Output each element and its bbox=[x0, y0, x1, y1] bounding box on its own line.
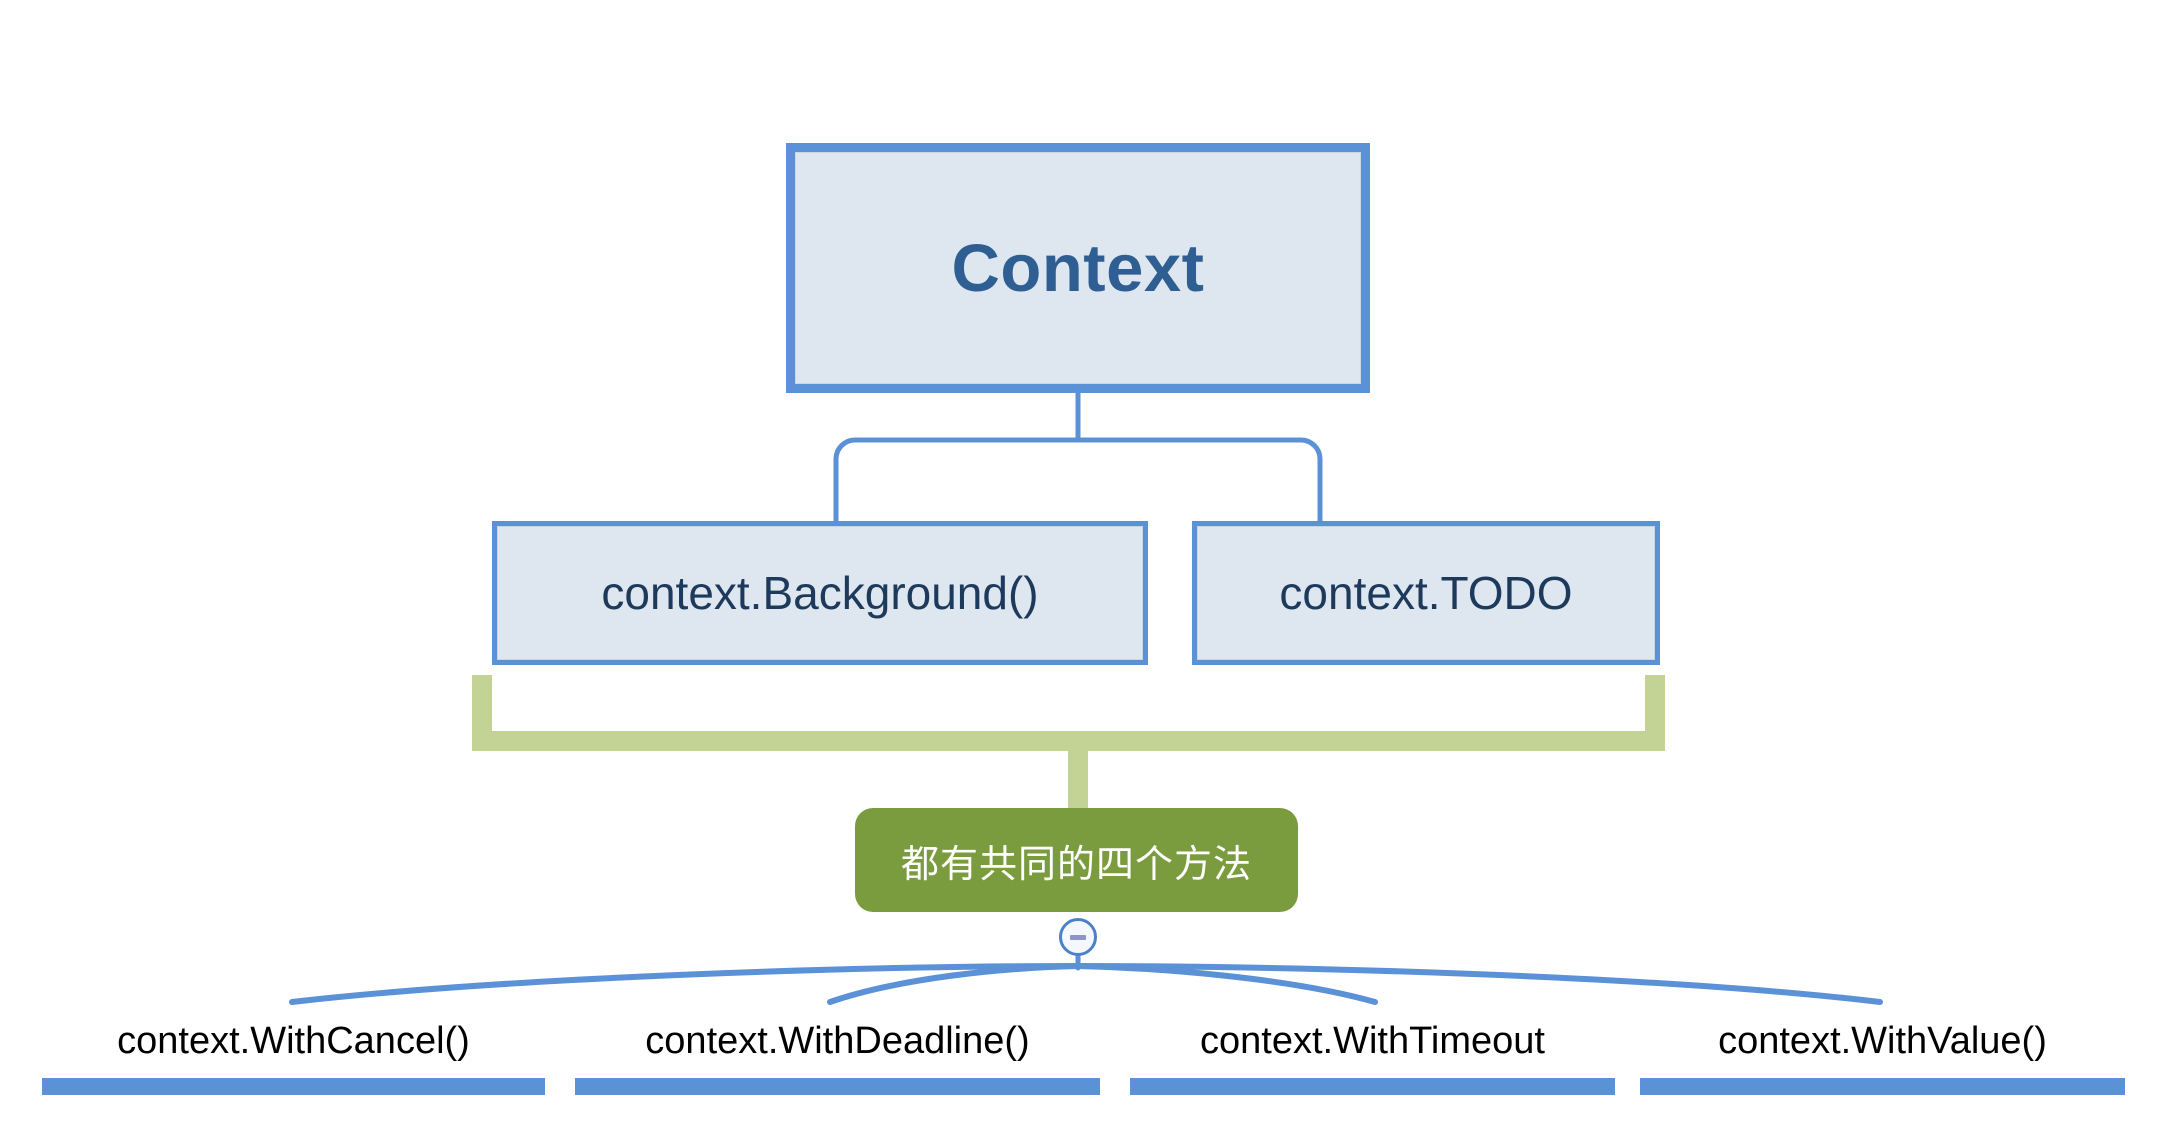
node-context-label: Context bbox=[951, 230, 1205, 306]
leaf-context-withvalue-bar bbox=[1640, 1078, 2125, 1095]
root-to-constructors-connector bbox=[833, 392, 1323, 521]
leaf-context-withvalue-label: context.WithValue() bbox=[1718, 1020, 2047, 1062]
node-context-todo-label: context.TODO bbox=[1279, 567, 1573, 619]
node-context-inner: Context bbox=[795, 152, 1361, 384]
common-to-methods-curves bbox=[289, 945, 1883, 1005]
minus-glyph bbox=[1070, 934, 1086, 940]
node-context-background[interactable]: context.Background() bbox=[492, 521, 1148, 665]
leaf-context-withtimeout-label: context.WithTimeout bbox=[1200, 1020, 1545, 1062]
leaf-context-withdeadline-bar bbox=[575, 1078, 1100, 1095]
leaf-context-withtimeout-bar bbox=[1130, 1078, 1615, 1095]
minus-icon[interactable] bbox=[1059, 918, 1097, 956]
node-context-todo[interactable]: context.TODO bbox=[1192, 521, 1660, 665]
node-context[interactable]: Context bbox=[786, 143, 1370, 393]
leaf-context-withcancel-bar bbox=[42, 1078, 545, 1095]
node-common-methods-note[interactable]: 都有共同的四个方法 bbox=[855, 808, 1298, 912]
leaf-context-withcancel-label: context.WithCancel() bbox=[117, 1020, 470, 1062]
node-common-methods-label: 都有共同的四个方法 bbox=[900, 843, 1252, 886]
node-context-background-label: context.Background() bbox=[601, 567, 1039, 619]
node-context-todo-inner: context.TODO bbox=[1197, 526, 1655, 660]
constructors-to-common-bracket bbox=[472, 675, 1665, 808]
node-context-background-inner: context.Background() bbox=[497, 526, 1143, 660]
leaf-context-withdeadline-label: context.WithDeadline() bbox=[645, 1020, 1030, 1062]
